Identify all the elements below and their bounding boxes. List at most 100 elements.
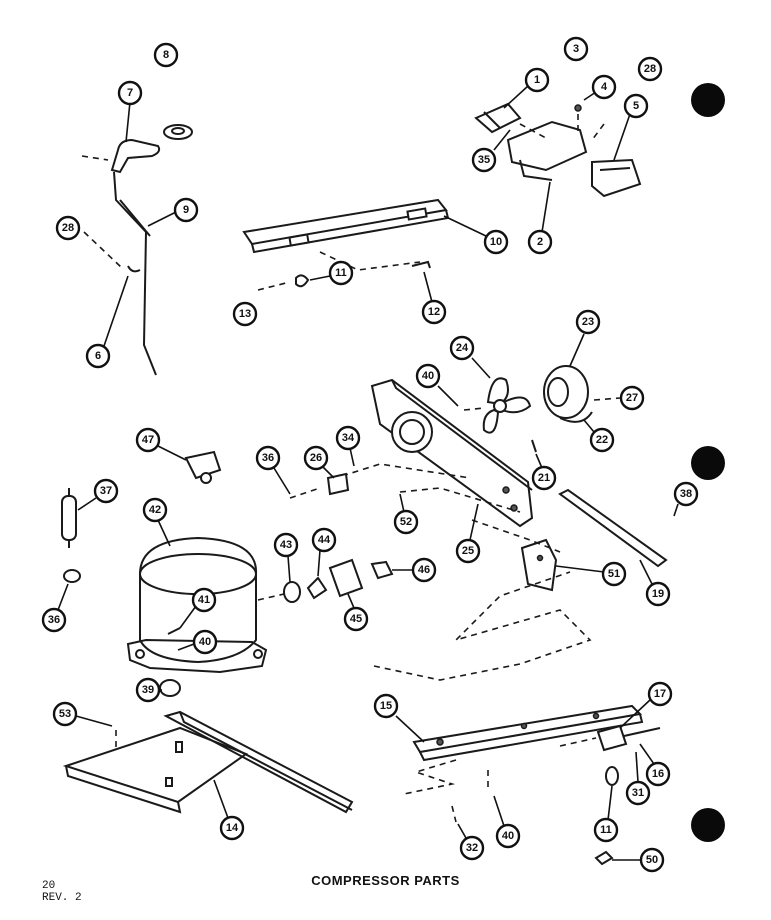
svg-text:2: 2 <box>537 236 543 248</box>
control-bracket-assembly <box>474 102 642 198</box>
relay-47 <box>184 450 222 484</box>
callout-14: 14 <box>213 779 245 841</box>
callout-42: 42 <box>142 497 171 547</box>
callout-12: 12 <box>421 271 447 325</box>
callout-layer: 8 7 9 28 6 3 4 28 1 5 35 2 10 11 13 12 2… <box>41 36 699 873</box>
compressor-42 <box>126 536 285 697</box>
svg-text:6: 6 <box>95 350 101 362</box>
page-number: 20 <box>42 880 56 892</box>
svg-text:12: 12 <box>428 306 440 318</box>
svg-text:23: 23 <box>582 316 594 328</box>
svg-text:46: 46 <box>418 564 430 576</box>
callout-8: 8 <box>153 42 179 68</box>
svg-text:15: 15 <box>380 700 392 712</box>
binder-hole-bottom <box>691 808 725 842</box>
callout-25: 25 <box>455 503 481 564</box>
svg-text:37: 37 <box>100 485 112 497</box>
callout-51: 51 <box>555 561 627 587</box>
diagram-caption: COMPRESSOR PARTS <box>311 873 460 888</box>
callout-6: 6 <box>85 275 129 369</box>
binder-hole-top <box>691 83 725 117</box>
svg-text:11: 11 <box>335 267 347 279</box>
callout-35: 35 <box>471 129 511 173</box>
svg-text:24: 24 <box>456 342 469 354</box>
svg-text:45: 45 <box>350 613 362 625</box>
channel-rail-10 <box>242 198 450 291</box>
svg-text:13: 13 <box>239 308 251 320</box>
callout-40c: 40 <box>493 795 521 849</box>
binder-hole-middle <box>691 446 725 480</box>
callout-7: 7 <box>117 80 143 143</box>
callout-43: 43 <box>273 532 299 583</box>
callout-39: 39 <box>135 677 162 703</box>
svg-text:11: 11 <box>600 824 612 836</box>
callout-4: 4 <box>583 74 617 101</box>
svg-text:32: 32 <box>466 842 478 854</box>
svg-text:36: 36 <box>262 452 274 464</box>
callout-24: 24 <box>449 335 491 379</box>
svg-text:4: 4 <box>601 81 608 93</box>
callout-40b: 40 <box>177 629 218 655</box>
svg-text:36: 36 <box>48 614 60 626</box>
callout-26: 26 <box>303 445 335 479</box>
svg-text:27: 27 <box>626 392 638 404</box>
svg-text:40: 40 <box>199 636 211 648</box>
callout-36b: 36 <box>41 583 69 633</box>
lower-rail-15 <box>373 571 644 762</box>
svg-text:51: 51 <box>608 568 620 580</box>
svg-text:31: 31 <box>632 787 644 799</box>
svg-text:5: 5 <box>633 100 639 112</box>
callout-37: 37 <box>77 478 119 511</box>
drier-37 <box>61 488 81 583</box>
svg-text:19: 19 <box>652 588 664 600</box>
callout-16: 16 <box>639 743 671 787</box>
svg-text:40: 40 <box>502 830 514 842</box>
base-plate-14 <box>62 710 354 814</box>
fan-motor-assembly <box>463 365 621 453</box>
revision-label: REV. 2 <box>42 892 82 904</box>
svg-text:14: 14 <box>226 822 239 834</box>
callout-50: 50 <box>612 847 665 873</box>
svg-text:17: 17 <box>654 688 666 700</box>
svg-text:38: 38 <box>680 488 692 500</box>
clamp-17 <box>403 724 661 866</box>
svg-text:39: 39 <box>142 684 154 696</box>
svg-text:7: 7 <box>127 87 133 99</box>
svg-text:41: 41 <box>198 594 210 606</box>
tube-assembly <box>81 124 193 376</box>
svg-text:34: 34 <box>342 432 355 444</box>
callout-11b: 11 <box>593 785 619 843</box>
svg-text:22: 22 <box>596 434 608 446</box>
svg-text:43: 43 <box>280 539 292 551</box>
callout-9: 9 <box>147 197 199 227</box>
callout-53: 53 <box>52 701 113 727</box>
svg-text:8: 8 <box>163 49 169 61</box>
callout-38: 38 <box>673 481 699 517</box>
callout-3: 3 <box>563 36 589 62</box>
strip-19 <box>558 488 668 568</box>
svg-text:16: 16 <box>652 768 664 780</box>
svg-text:28: 28 <box>62 222 74 234</box>
callout-2: 2 <box>527 181 553 255</box>
callout-46: 46 <box>392 557 437 583</box>
page-footer: 20 REV. 2 <box>42 880 82 904</box>
callout-31: 31 <box>625 751 651 806</box>
svg-text:52: 52 <box>400 516 412 528</box>
callout-15: 15 <box>373 693 425 743</box>
callout-13: 13 <box>232 301 258 327</box>
callout-45: 45 <box>343 593 369 632</box>
svg-text:44: 44 <box>318 534 331 546</box>
callout-27: 27 <box>619 385 645 411</box>
callout-1: 1 <box>503 67 550 109</box>
svg-text:35: 35 <box>478 154 490 166</box>
callout-40a: 40 <box>415 363 459 407</box>
callout-44: 44 <box>311 527 337 577</box>
svg-text:50: 50 <box>646 854 658 866</box>
svg-text:9: 9 <box>183 204 189 216</box>
callout-17: 17 <box>619 681 673 729</box>
callout-10: 10 <box>443 215 509 255</box>
svg-text:42: 42 <box>149 504 161 516</box>
callout-36a: 36 <box>255 445 291 495</box>
callout-21: 21 <box>531 453 557 491</box>
svg-text:25: 25 <box>462 545 474 557</box>
